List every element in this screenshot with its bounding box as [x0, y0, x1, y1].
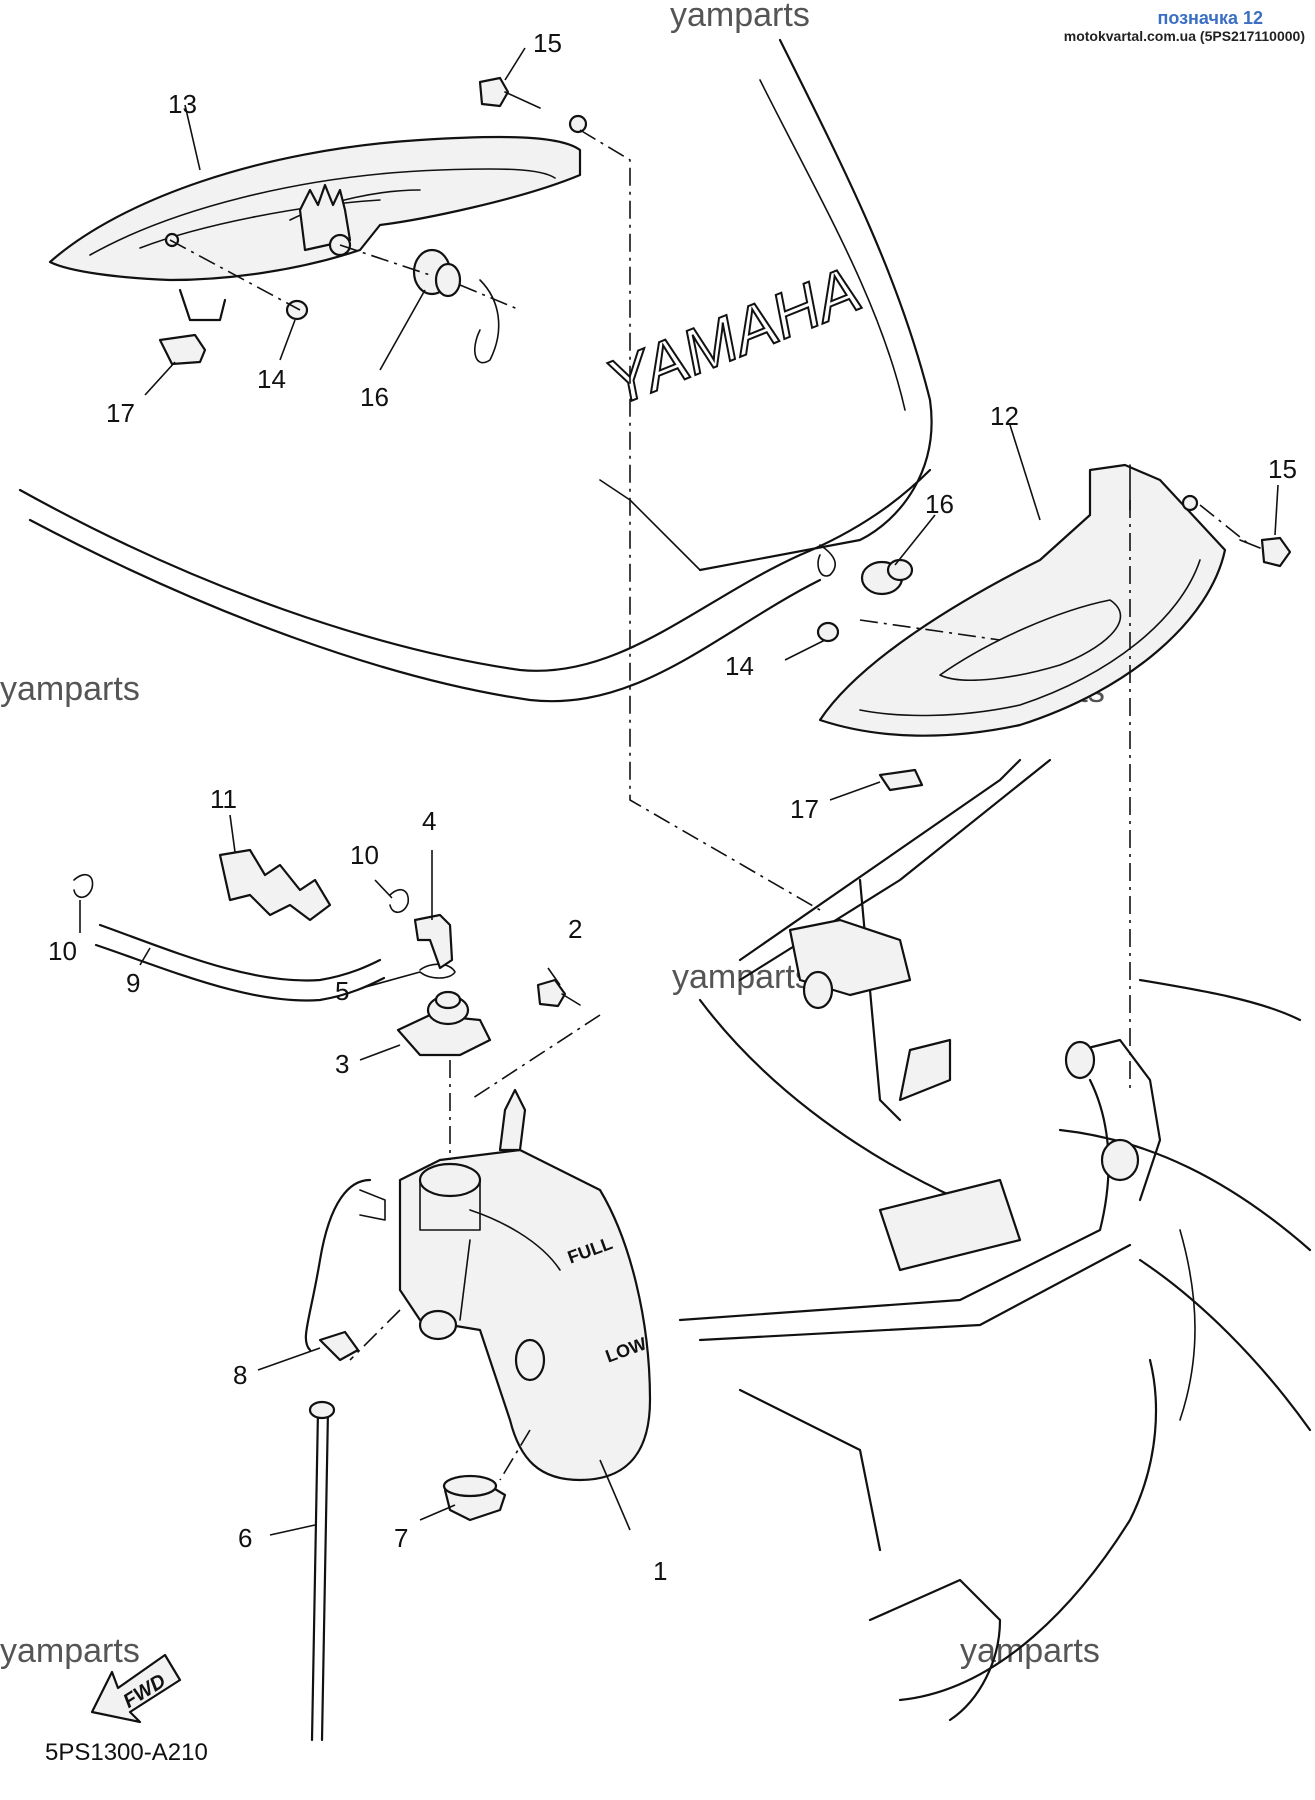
diagram-code: 5PS1300-A210: [45, 1739, 208, 1766]
holder-11: [218, 848, 332, 922]
clamp-8: [318, 1330, 360, 1362]
callout-8: 8: [233, 1360, 247, 1390]
callout-14-right: 14: [725, 651, 754, 681]
fitting-4: [413, 913, 454, 970]
callout-3: 3: [335, 1049, 349, 1079]
side-cover-12: [818, 463, 1227, 737]
callout-14-upper: 14: [257, 364, 286, 394]
dipstick-6: [308, 1400, 336, 1742]
watermark-center: yamparts: [672, 958, 812, 996]
callout-2: 2: [568, 914, 582, 944]
bolt-2: [536, 978, 581, 1008]
pin-14-upper: [285, 299, 309, 321]
callout-6: 6: [238, 1523, 252, 1553]
callout-7: 7: [394, 1523, 408, 1553]
callout-17-upper: 17: [106, 398, 135, 428]
assembly-lines: [169, 129, 1251, 1481]
clamp-10-right: [389, 888, 410, 914]
watermark-left: yamparts: [0, 670, 140, 708]
header-subtitle: motokvartal.com.ua (5PS217110000): [1063, 28, 1305, 44]
callouts: 1 2 3 4 5 6 7 8 9 10 10 11 12 13 14 14 1…: [48, 28, 1297, 1586]
breather-hose: [304, 1178, 386, 1352]
pin-14-right: [816, 621, 840, 643]
callout-10-right: 10: [350, 840, 379, 870]
bolt-15-right: [1239, 536, 1292, 568]
oil-tank-1: FULL LOW: [398, 1088, 652, 1482]
callout-10-left: 10: [48, 936, 77, 966]
clip-5: [419, 963, 456, 979]
clip-17-right: [878, 768, 924, 792]
side-cover-13: [48, 135, 582, 322]
callout-9: 9: [126, 968, 140, 998]
callout-16-right: 16: [925, 489, 954, 519]
watermark-bottom-right: yamparts: [960, 1632, 1100, 1670]
callout-15-right: 15: [1268, 454, 1297, 484]
callout-13: 13: [168, 89, 197, 119]
callout-16-upper: 16: [360, 382, 389, 412]
callout-15-upper: 15: [533, 28, 562, 58]
callout-1: 1: [653, 1556, 667, 1586]
leader-lines: [79, 47, 1279, 1536]
watermark-bottom-left: yamparts: [0, 1632, 140, 1670]
grommet-16-upper: [412, 248, 462, 298]
bolt-15-upper: [478, 76, 588, 134]
cap-3: [396, 990, 492, 1057]
callout-17-right: 17: [790, 794, 819, 824]
grommet-7: [442, 1474, 507, 1522]
header-title: позначка 12: [1157, 8, 1263, 28]
grommet-16-right: [860, 558, 914, 596]
clamp-10-left: [73, 873, 94, 899]
watermark-top: yamparts: [670, 0, 810, 34]
frame: [678, 758, 1312, 1722]
clip-17-upper: [158, 333, 207, 366]
yamaha-logo-text: YAMAHA: [596, 253, 870, 420]
callout-11: 11: [210, 784, 237, 814]
callout-12: 12: [990, 401, 1019, 431]
callout-4: 4: [422, 806, 436, 836]
callout-5: 5: [335, 976, 349, 1006]
